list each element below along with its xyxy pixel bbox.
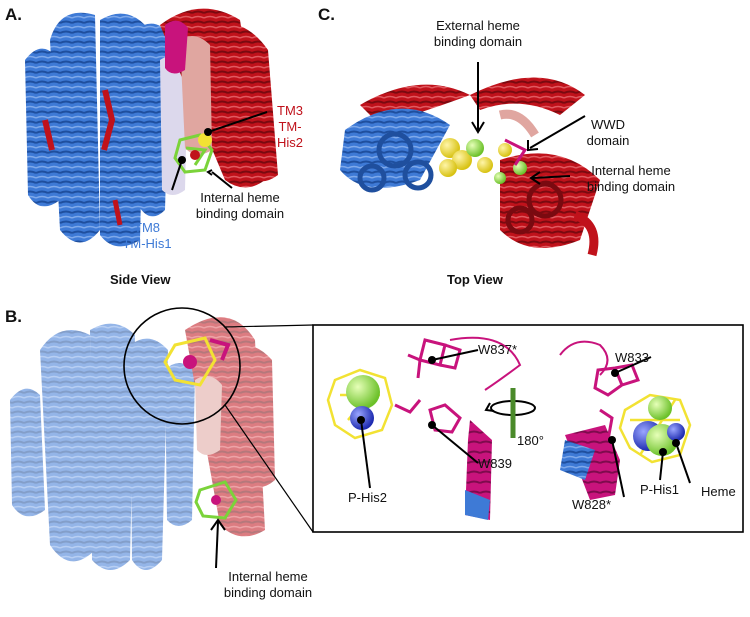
panel-b-internal-line2: binding domain xyxy=(223,585,313,600)
tm3-label: TM3 TM-His2 xyxy=(268,103,312,151)
panel-b-heme-internal xyxy=(194,480,238,520)
heme-label: Heme xyxy=(701,484,736,499)
panel-a-internal-line2: binding domain xyxy=(195,206,285,221)
panel-a-letter: A. xyxy=(5,5,22,24)
zoom-line-top xyxy=(224,324,314,328)
inset-right-structure xyxy=(559,340,692,500)
panel-b-protein xyxy=(10,317,275,570)
panel-b-letter: B. xyxy=(5,307,22,326)
panel-b-internal-line1: Internal heme xyxy=(228,569,308,584)
callout-lines xyxy=(171,62,691,569)
external-heme-line2: binding domain xyxy=(433,34,523,49)
tm3-text: TM3 xyxy=(277,103,303,118)
panel-c-internal-line2: binding domain xyxy=(586,179,676,194)
side-view-title: Side View xyxy=(110,272,171,287)
panel-a-internal-line1: Internal heme xyxy=(200,190,280,205)
wwd-domain-label: WWD domain xyxy=(578,117,638,149)
zoom-circle xyxy=(123,307,241,425)
zoom-line-bottom xyxy=(224,404,314,533)
tm3-his2-text: TM-His2 xyxy=(276,119,303,150)
p-his2-label: P-His2 xyxy=(348,490,388,505)
wwd-line1: WWD xyxy=(591,117,625,132)
tm8-text: TM8 xyxy=(134,220,160,235)
panel-c-internal-line1: Internal heme xyxy=(591,163,671,178)
panel-c-internal-label: Internal heme binding domain xyxy=(572,163,690,195)
tm8-his1-text: TM-His1 xyxy=(122,236,172,251)
panel-b-internal-label: Internal heme binding domain xyxy=(213,569,323,601)
wwd-line2: domain xyxy=(586,133,630,148)
panel-b-heme-external xyxy=(163,336,231,387)
p-his1-label: P-His1 xyxy=(640,482,680,497)
w839-label: W839 xyxy=(478,456,512,471)
tm8-label: TM8 TM-His1 xyxy=(110,220,184,252)
w837-label: W837* xyxy=(478,342,518,357)
inset-left-structure xyxy=(326,336,522,520)
panel-a-protein xyxy=(25,8,278,247)
panel-a-internal-label: Internal heme binding domain xyxy=(185,190,295,222)
w828-label: W828* xyxy=(572,497,612,512)
rotation-symbol xyxy=(484,388,536,438)
top-view-title: Top View xyxy=(447,272,503,287)
panel-c-letter: C. xyxy=(318,5,335,24)
panel-c-protein xyxy=(340,77,600,257)
callout-dots xyxy=(178,128,680,456)
w833-label: W833 xyxy=(615,350,649,365)
rotation-label: 180° xyxy=(517,433,544,448)
external-heme-label: External heme binding domain xyxy=(418,18,538,50)
external-heme-line1: External heme xyxy=(436,18,520,33)
